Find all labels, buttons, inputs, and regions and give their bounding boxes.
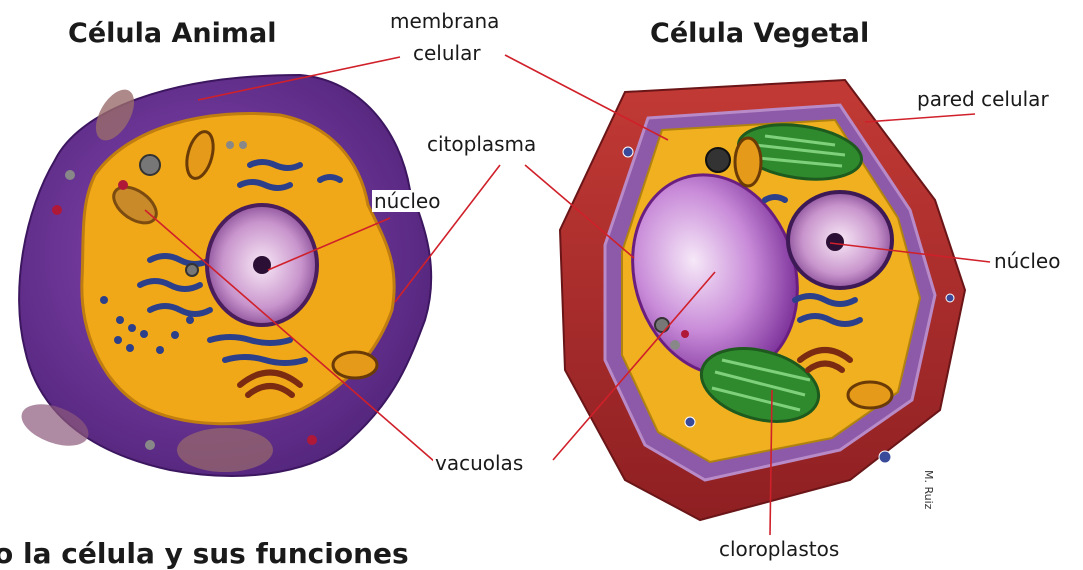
- title-animal-cell: Célula Animal: [68, 18, 276, 49]
- plant-mitochondrion: [735, 138, 761, 186]
- footer-heading: o la célula y sus funciones: [0, 537, 409, 570]
- title-plant-cell: Célula Vegetal: [650, 18, 869, 49]
- label-chloroplasts: cloroplastos: [717, 538, 841, 560]
- plant-mitochondrion-2: [848, 382, 892, 408]
- label-cell-wall: pared celular: [915, 88, 1051, 110]
- plant-nucleolus: [826, 233, 844, 251]
- animal-mitochondrion-2: [333, 352, 377, 378]
- animal-cell: [16, 75, 431, 476]
- plant-cell: [560, 80, 965, 520]
- label-cell-membrane-line1: membrana: [388, 10, 501, 32]
- label-vacuoles: vacuolas: [433, 452, 525, 474]
- label-cytoplasm: citoplasma: [425, 133, 538, 155]
- label-nucleus-animal: núcleo: [372, 190, 442, 212]
- animal-nucleolus: [253, 256, 271, 274]
- label-nucleus-plant: núcleo: [992, 250, 1062, 272]
- line-cell-wall: [865, 114, 975, 122]
- artist-credit: M. Ruiz: [922, 470, 935, 509]
- animal-membrane-blob-2: [177, 428, 273, 472]
- label-cell-membrane-line2: celular: [411, 42, 483, 64]
